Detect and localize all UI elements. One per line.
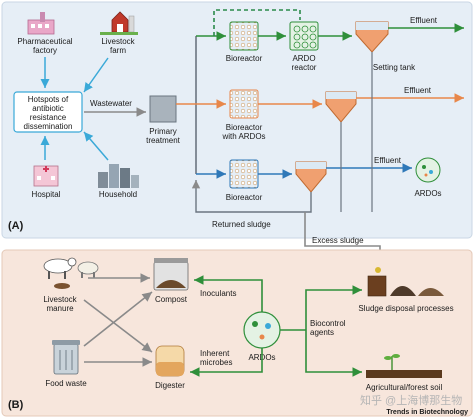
ardos-center-dot-3 [259, 334, 265, 340]
ardos-center-dot-1 [252, 321, 258, 327]
compost-icon [153, 258, 189, 291]
hospital-icon [33, 165, 59, 187]
arrow-foodwaste-to-compost [83, 291, 153, 347]
pharmaceutical-factory-icon [27, 12, 55, 35]
watermark-text: 知乎 @上海博那生物 [360, 393, 462, 407]
panel-a-label: (A) [8, 220, 24, 232]
inherent-label-2: microbes [200, 358, 232, 367]
ardos-center-dot-2 [265, 323, 271, 329]
settling-tank-label: Setting tank [373, 63, 416, 72]
hotspot-box [13, 91, 83, 133]
arrow-to-agri-soil [305, 330, 362, 377]
household-label: Household [99, 190, 137, 199]
bioreactor-bottom-label: Bioreactor [226, 193, 263, 202]
primary-label-2: treatment [146, 136, 181, 145]
ardos-dot-3 [424, 173, 428, 177]
food-waste-bin-icon [52, 340, 80, 375]
effluent-1-label: Effluent [410, 16, 438, 25]
effluent-2-label: Effluent [404, 86, 432, 95]
arrow-manure-to-digester [83, 299, 153, 353]
agri-soil-label: Agricultural/forest soil [366, 383, 443, 392]
biocontrol-label-2: agents [310, 328, 334, 337]
panel-a-background [1, 1, 473, 239]
primary-treatment-tank [149, 95, 177, 123]
ardos-label-a: ARDOs [414, 189, 441, 198]
inoculants-label: Inoculants [200, 289, 236, 298]
bioreactor-bottom [229, 159, 259, 189]
sludge-disposal-icon [367, 267, 444, 297]
arrow-to-sludge-disposal [305, 285, 362, 330]
ardo-reactor-granules [293, 25, 317, 49]
arrow-farm-to-hotspot [83, 57, 109, 93]
arrow-inherent-microbes [190, 348, 263, 377]
sludge-line [191, 180, 312, 213]
bioreactor-top [229, 21, 259, 51]
digester-label: Digester [155, 381, 185, 390]
ardos-culture-icon [415, 157, 441, 183]
livestock-manure-label-2: manure [46, 304, 74, 313]
wastewater-label: Wastewater [90, 99, 132, 108]
compost-label: Compost [155, 295, 188, 304]
pharma-label: Pharmaceutical [17, 37, 72, 46]
bioreactor-ardos [229, 89, 259, 119]
ardos-dot-2 [429, 170, 433, 174]
hotspot-line1: Hotspots of [28, 95, 69, 104]
settling-tank-2-water [326, 92, 356, 99]
journal-credit: Trends in Biotechnology [386, 409, 468, 416]
ardo-reactor-label-2: reactor [292, 63, 317, 72]
food-waste-label: Food waste [45, 379, 87, 388]
sludge-disposal-label: Sludge disposal processes [358, 304, 453, 313]
arrow-inoculants [194, 275, 263, 312]
agricultural-soil-icon [366, 354, 442, 378]
settling-tank-3-water [296, 162, 326, 169]
livestock-icon [43, 257, 99, 289]
returned-sludge-label: Returned sludge [212, 220, 271, 229]
bioreactor-top-label: Bioreactor [226, 54, 263, 63]
primary-label: Primary [149, 127, 177, 136]
arrow-household-to-hotspot [83, 131, 109, 161]
ardo-reactor-label: ARDO [292, 54, 315, 63]
inherent-label: Inherent [200, 349, 230, 358]
ardos-dot-1 [422, 165, 426, 169]
excess-sludge-label: Excess sludge [312, 236, 364, 245]
pharma-label-2: factory [33, 46, 57, 55]
settling-tank-water [356, 22, 388, 30]
hotspot-line3: resistance [30, 113, 67, 122]
household-icon [98, 164, 139, 188]
hotspot-line4: dissemination [24, 122, 73, 131]
ardos-center-icon [243, 311, 281, 349]
hospital-label: Hospital [32, 190, 61, 199]
digester-icon [155, 345, 185, 377]
bioreactor-ardos-label: Bioreactor [226, 123, 263, 132]
livestock-manure-label: Livestock [43, 295, 77, 304]
livestock-farm-icon [100, 11, 138, 35]
effluent-3-label: Effluent [374, 156, 402, 165]
biocontrol-label: Biocontrol [310, 319, 346, 328]
livestock-farm-label-2: farm [110, 46, 126, 55]
panel-b-label: (B) [8, 399, 24, 411]
livestock-farm-label: Livestock [101, 37, 135, 46]
hotspot-line2: antibiotic [32, 104, 64, 113]
bioreactor-ardos-label-2: with ARDOs [221, 132, 265, 141]
